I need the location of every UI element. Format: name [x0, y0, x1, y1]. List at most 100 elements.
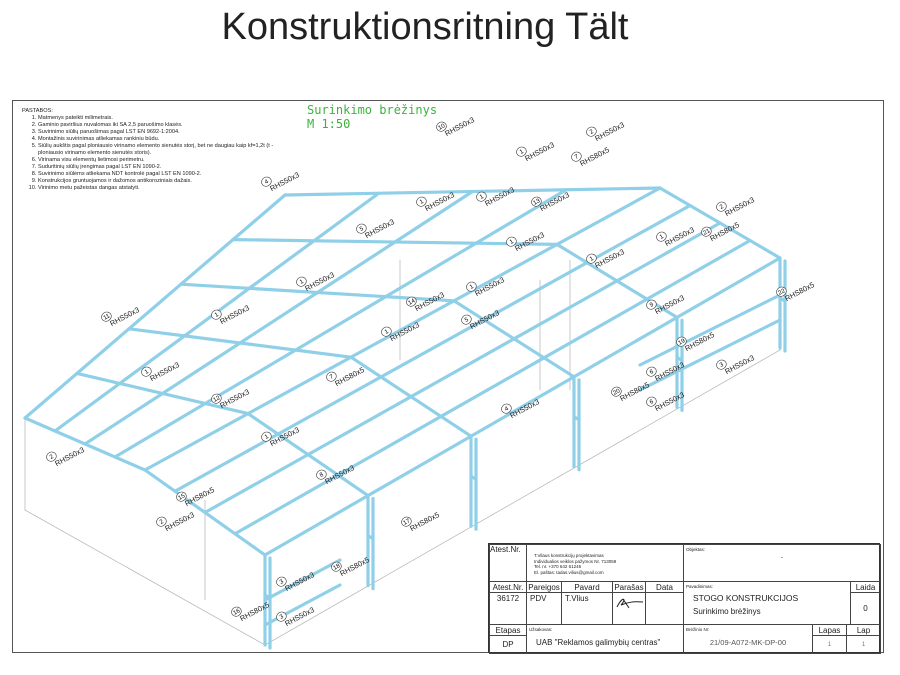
member-number: 16 — [233, 608, 242, 617]
laida-value: 0 — [850, 592, 881, 625]
purlin — [315, 240, 397, 295]
member-number: 2 — [159, 519, 165, 526]
purlin — [393, 189, 475, 244]
brezinio-label: Brėžinio Nr: — [686, 627, 710, 632]
note-item: Suvirinimo siūlių paruošimas pagal LST E… — [38, 129, 288, 136]
notes: PASTABOS: Matmenys pateikti milimetrais.… — [22, 108, 288, 192]
member-number-bubble — [211, 309, 222, 320]
purlin — [276, 375, 383, 436]
member-number: 1 — [214, 312, 220, 319]
member-number: 11 — [103, 313, 112, 322]
uzsakovas-label: Užsakovas: — [529, 627, 553, 632]
member-number-bubble — [501, 403, 512, 414]
member-number: 13 — [533, 198, 542, 207]
member-profile: RHS50x3 — [593, 120, 626, 143]
member-number-bubble — [571, 151, 582, 162]
member-profile: RHS80x5 — [783, 280, 816, 303]
rafter — [283, 186, 662, 197]
notes-list: Matmenys pateikti milimetrais.Gaminio pa… — [22, 115, 288, 192]
member-profile: RHS50x3 — [483, 185, 516, 208]
notes-heading: PASTABOS: — [22, 108, 53, 114]
signature-icon — [616, 598, 644, 609]
member-profile: RHS50x3 — [163, 510, 196, 533]
member-number: 1 — [589, 256, 595, 263]
purlin — [203, 348, 298, 406]
note-item: Virinama visu elementų lietimosi perimet… — [38, 157, 288, 164]
purlin — [439, 356, 546, 419]
member-number: 7 — [574, 154, 580, 161]
member-number-bubble — [776, 286, 787, 297]
member-number-bubble — [516, 146, 527, 157]
atest-label: Atest.Nr. — [490, 545, 521, 554]
note-item: Virinimo metu pažeistas dangas atstatyti… — [38, 185, 288, 192]
member-number-bubble — [646, 299, 657, 310]
member-profile: RHS50x3 — [388, 320, 421, 343]
purlin — [512, 279, 619, 341]
column-brace — [572, 415, 581, 422]
member-profile: RHS50x3 — [363, 217, 396, 240]
purlin — [645, 238, 752, 301]
member-number-bubble — [461, 314, 472, 325]
member-number: 8 — [319, 472, 325, 479]
purlin — [482, 261, 589, 322]
wall-rail — [638, 318, 782, 392]
member-number-bubble — [46, 451, 57, 462]
member-profile: RHS50x3 — [443, 115, 476, 138]
member-number: 1 — [469, 284, 475, 291]
brezinio-value: 21/09-A072-MK-DP-00 — [709, 637, 787, 647]
member-number: 1 — [479, 194, 485, 201]
purlin — [118, 334, 187, 386]
uzsakovas-value: UAB "Reklamos galimybių centras" — [536, 637, 661, 647]
member-profile: RHS80x5 — [618, 380, 651, 403]
member-number-bubble — [656, 231, 667, 242]
purlin — [160, 341, 242, 396]
member-profile: RHS50x3 — [283, 570, 316, 593]
drawing-name: Surinkimo brėžinys — [307, 103, 438, 117]
member-number-bubble — [156, 516, 167, 527]
member-number: 1 — [659, 234, 665, 241]
purlin — [379, 318, 486, 379]
member-number-bubble — [176, 491, 187, 502]
member-number: 21 — [703, 228, 712, 237]
wall-rail — [638, 293, 782, 367]
purlin — [585, 203, 692, 265]
member-profile: RHS50x3 — [538, 190, 571, 213]
column-brace — [366, 533, 375, 541]
purlin — [312, 191, 381, 243]
member-profile: RHS50x3 — [473, 275, 506, 298]
member-profile: RHS50x3 — [53, 445, 86, 468]
member-profile: RHS50x3 — [268, 170, 301, 193]
note-item: Montažinis suvirinimas atliekamas rankin… — [38, 136, 288, 143]
member-profile: RHS80x5 — [183, 485, 216, 508]
member-profile: RHS50x3 — [723, 353, 756, 376]
member-number: 1 — [264, 434, 270, 441]
purlin — [293, 295, 388, 352]
member-number-bubble — [716, 201, 727, 212]
member-number: 4 — [264, 179, 270, 186]
member-number-bubble — [326, 371, 337, 382]
column-brace — [675, 355, 684, 362]
pavard-value: T.Vlius — [561, 592, 613, 625]
member-profile: RHS80x5 — [408, 510, 441, 533]
company-line: T.Vilaus konstrukcijų projektavimas — [534, 553, 604, 558]
member-number: 1 — [509, 239, 515, 246]
title-block: Atest.Nr. T.Vilaus konstrukcijų projekta… — [488, 543, 881, 654]
member-number-bubble — [416, 196, 427, 207]
eave-left — [23, 193, 287, 420]
member-number-bubble — [276, 576, 287, 587]
member-number-bubble — [436, 121, 447, 132]
rafter — [658, 186, 782, 260]
member-number: 9 — [649, 302, 655, 309]
member-number-bubble — [261, 176, 272, 187]
member-number: 1 — [419, 199, 425, 206]
